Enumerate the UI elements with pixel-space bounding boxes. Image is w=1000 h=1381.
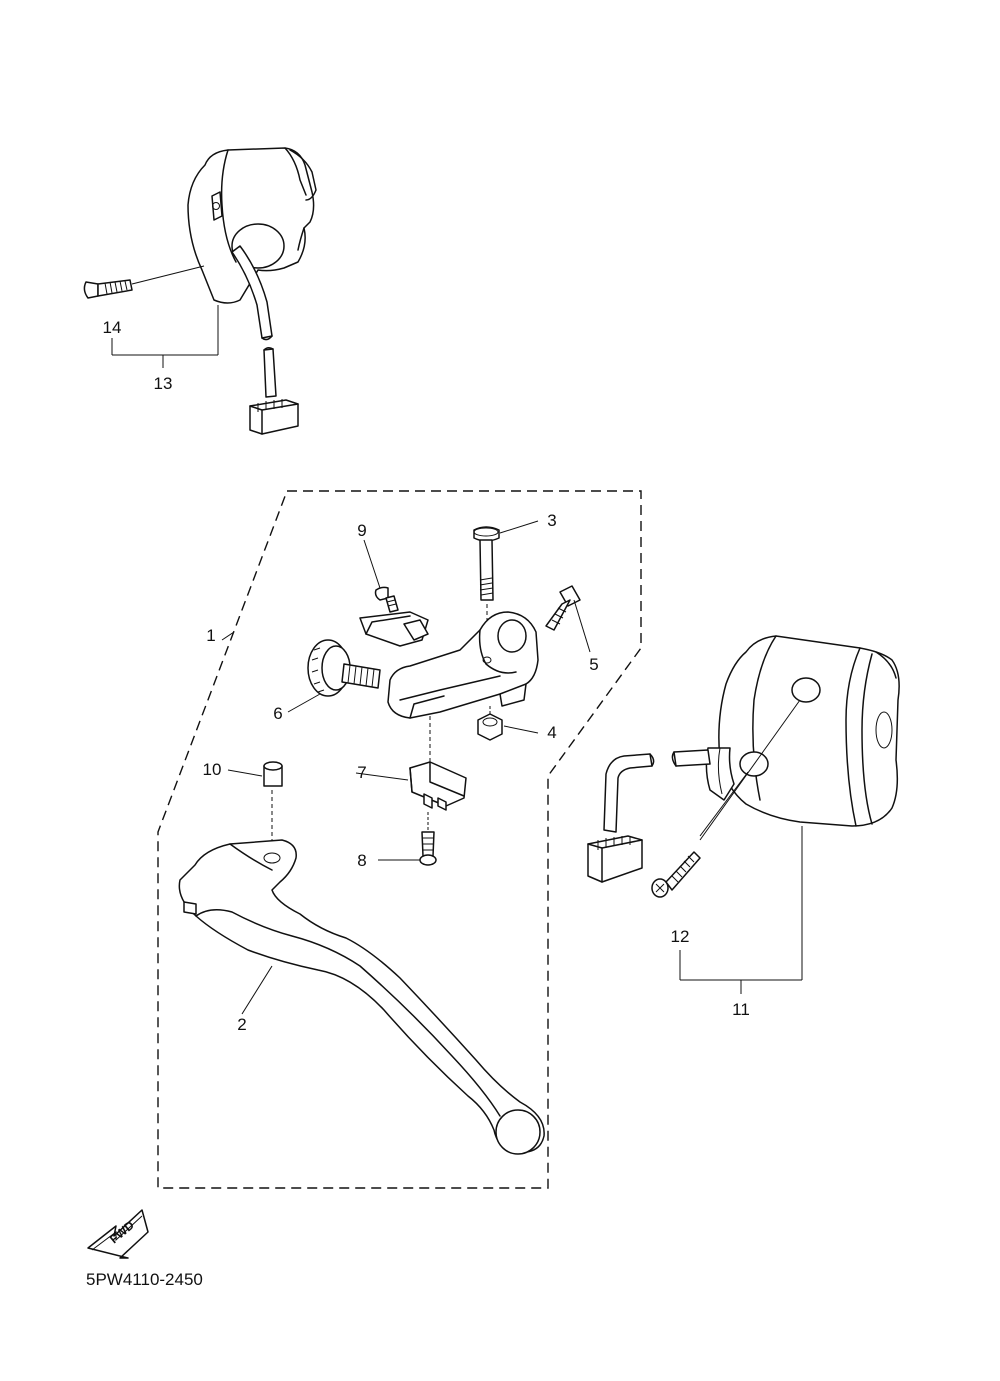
label-7: 7 <box>357 763 366 782</box>
screw-8 <box>378 812 437 866</box>
switch-7 <box>355 761 467 811</box>
bolt-3 <box>473 520 539 660</box>
clip-plate <box>359 611 429 647</box>
bracket-13-14 <box>111 305 219 368</box>
diagram-code: 5PW4110-2450 <box>86 1270 203 1289</box>
bracket-11-12 <box>679 826 803 994</box>
label-2: 2 <box>237 1015 246 1034</box>
screw-14 <box>83 265 205 299</box>
adjuster-knob-6 <box>287 639 381 713</box>
label-10: 10 <box>203 760 222 779</box>
label-11: 11 <box>732 1000 750 1019</box>
bolt-5 <box>545 585 591 653</box>
nut-4 <box>477 706 539 741</box>
label-8: 8 <box>357 851 366 870</box>
label-13: 13 <box>154 374 173 393</box>
screw-9 <box>363 539 399 613</box>
label-6: 6 <box>273 704 282 723</box>
label-12: 12 <box>671 927 690 946</box>
label-1: 1 <box>206 626 215 645</box>
label-9: 9 <box>357 521 366 540</box>
fwd-arrow-icon: FWD <box>87 1209 149 1259</box>
right-handlebar-switch <box>587 635 900 883</box>
screw-12 <box>651 851 701 898</box>
label-3: 3 <box>547 511 556 530</box>
leader-1 <box>221 631 235 641</box>
label-4: 4 <box>547 723 556 742</box>
collar-10 <box>227 761 283 846</box>
label-5: 5 <box>589 655 598 674</box>
lever-2 <box>178 839 545 1155</box>
left-handlebar-switch <box>187 147 317 435</box>
lever-holder <box>387 611 539 770</box>
label-14: 14 <box>103 318 122 337</box>
assembly-boundary <box>157 490 642 1189</box>
